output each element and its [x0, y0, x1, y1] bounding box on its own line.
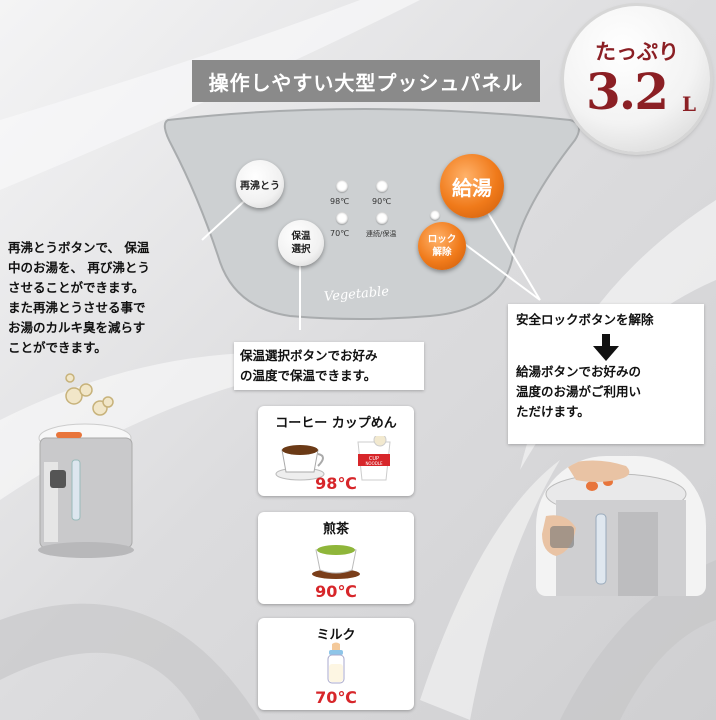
- coffee-cup-icon: CUP NOODLE: [275, 436, 391, 481]
- dispense-button-label: 給湯: [452, 175, 492, 200]
- cup-label-1: CUP: [369, 456, 379, 462]
- capacity-caption: たっぷり: [595, 39, 679, 64]
- keepwarm-text-line: 保温選択ボタンでお好み: [240, 348, 378, 363]
- indicator-label-98: 98℃: [330, 197, 350, 206]
- dispense-step-line: 温度のお湯がご利用い: [516, 384, 642, 399]
- choice-temp: 98℃: [315, 474, 357, 493]
- baby-bottle-icon: [327, 642, 345, 684]
- choice-temp: 90℃: [315, 582, 357, 601]
- lock-indicator: [430, 210, 440, 220]
- capacity-value: 3.2: [586, 62, 669, 121]
- lock-release-button[interactable]: ロック 解除: [418, 222, 466, 270]
- choice-name: コーヒー カップめん: [275, 416, 397, 431]
- lock-button-label-2: 解除: [432, 247, 452, 258]
- capacity-unit: L: [682, 92, 697, 116]
- keepwarm-select-button[interactable]: 保温 選択: [278, 220, 324, 266]
- choice-milk: ミルク 70℃: [258, 618, 414, 710]
- headline-banner: 操作しやすい大型プッシュパネル: [192, 60, 540, 102]
- keepwarm-text-line: の温度で保温できます。: [240, 368, 377, 383]
- indicator-mode: [376, 212, 388, 224]
- thermos-pot-steam-image: [30, 372, 160, 572]
- indicator-label-70: 70℃: [330, 229, 350, 238]
- reboil-text-line: ことができます。: [8, 340, 107, 355]
- reboil-text-line: また再沸とうさせる事で: [8, 300, 146, 315]
- keepwarm-explanation: 保温選択ボタンでお好み の温度で保温できます。: [234, 342, 424, 390]
- keepwarm-button-label-2: 選択: [291, 244, 311, 255]
- indicator-70: [336, 212, 348, 224]
- indicator-98: [336, 180, 348, 192]
- reboil-button-label: 再沸とう: [240, 180, 280, 192]
- dispense-step-line: ただけます。: [516, 404, 590, 419]
- reboil-text-line: 再沸とうボタンで、 保温: [8, 240, 150, 255]
- reboil-text-line: 中のお湯を、 再び沸とう: [8, 260, 150, 275]
- lock-button-label-1: ロック: [427, 234, 457, 245]
- choice-temp: 70℃: [315, 688, 357, 707]
- dispense-explanation: 安全ロックボタンを解除 給湯ボタンでお好みの 温度のお湯がご利用い ただけます。: [508, 304, 704, 444]
- reboil-explanation: 再沸とうボタンで、 保温 中のお湯を、 再び沸とう させることができます。 また…: [8, 238, 198, 358]
- indicator-label-mode: 連続/保温: [366, 230, 397, 238]
- hand-pressing-button-image: [536, 456, 706, 596]
- dispense-step-line: 給湯ボタンでお好みの: [516, 364, 642, 379]
- down-arrow-icon: [593, 334, 619, 361]
- choice-name: 煎茶: [322, 522, 349, 537]
- keepwarm-button-label-1: 保温: [291, 231, 311, 242]
- choice-coffee-noodle: コーヒー カップめん CUP NOODLE 98℃: [258, 406, 414, 496]
- cup-label-2: NOODLE: [365, 461, 383, 466]
- reboil-button[interactable]: 再沸とう: [236, 160, 284, 208]
- reboil-text-line: させることができます。: [8, 280, 145, 295]
- capacity-badge: たっぷり 3.2 L: [564, 6, 710, 152]
- indicator-label-90: 90℃: [372, 197, 392, 206]
- choice-name: ミルク: [316, 628, 356, 643]
- cup-noodle-icon: CUP NOODLE: [357, 436, 391, 481]
- indicator-90: [376, 180, 388, 192]
- tea-cup-icon: [312, 545, 360, 579]
- reboil-text-line: お湯のカルキ臭を減らす: [8, 320, 146, 335]
- dispense-button[interactable]: 給湯: [440, 154, 504, 218]
- choice-green-tea: 煎茶 90℃: [258, 512, 414, 604]
- lock-release-step: 安全ロックボタンを解除: [516, 312, 654, 327]
